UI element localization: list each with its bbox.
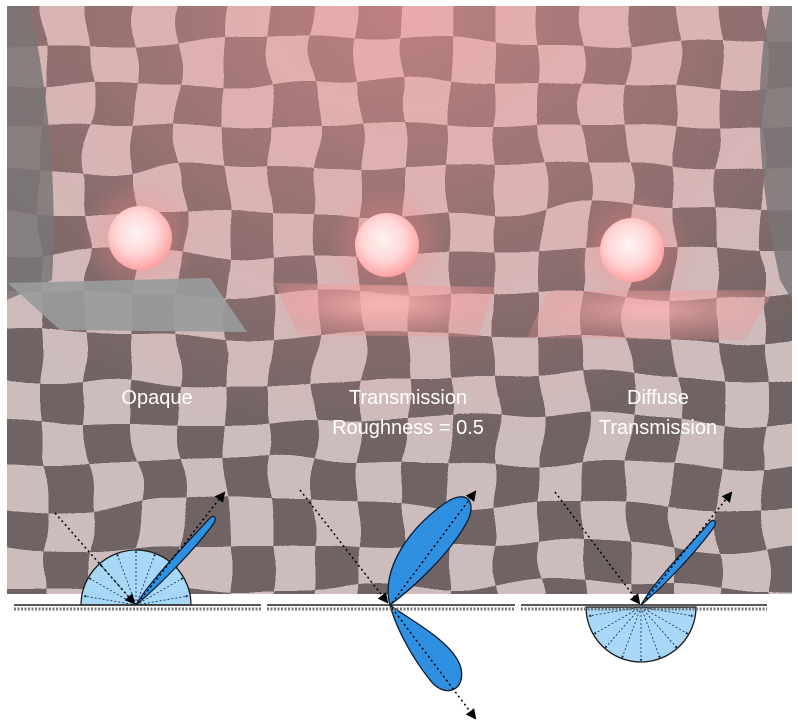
incident-ray xyxy=(299,489,389,604)
light-sphere-opaque xyxy=(108,206,172,270)
light-sphere-diffuse xyxy=(600,218,664,282)
opaque-panel xyxy=(8,278,247,332)
diagram-diffuse-transmission xyxy=(521,491,767,663)
reflected-ray xyxy=(137,491,226,604)
reflected-ray xyxy=(642,491,733,604)
label-transmission-line2: Roughness = 0.5 xyxy=(332,417,484,439)
diffuse-transmission-hemisphere xyxy=(585,606,697,663)
specular-lobe xyxy=(135,515,216,606)
diffuse-panel xyxy=(527,290,774,340)
label-diffuse-line2: Transmission xyxy=(599,417,717,439)
transmission-lobe xyxy=(388,603,463,692)
diagram-opaque xyxy=(14,491,261,611)
label-transmission-line1: Transmission xyxy=(349,387,467,409)
label-diffuse-line1: Diffuse xyxy=(627,387,689,409)
transmission-ray-fan xyxy=(588,606,694,662)
render-photo: Opaque Transmission Roughness = 0.5 Diff… xyxy=(7,6,792,594)
diagram-transmission xyxy=(267,489,515,720)
label-opaque: Opaque xyxy=(121,387,192,409)
specular-lobe xyxy=(640,519,716,606)
left-wall xyxy=(7,6,54,300)
diffuse-reflection-hemisphere xyxy=(80,549,192,606)
light-sphere-transmission xyxy=(355,213,419,277)
reflected-ray xyxy=(391,490,477,604)
incident-ray xyxy=(554,491,641,605)
right-wall xyxy=(759,6,792,300)
transmission-panel xyxy=(274,283,495,337)
